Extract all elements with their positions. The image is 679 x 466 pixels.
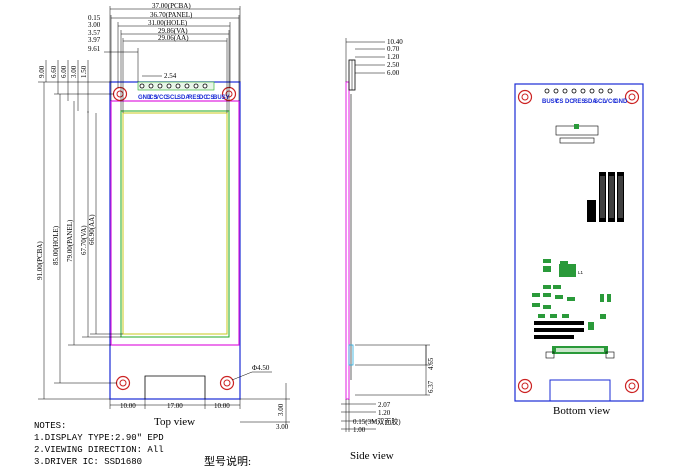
bottom-pin-label: VCC — [604, 99, 617, 105]
side-dim-top: 2.50 — [387, 61, 400, 69]
mounting-hole — [112, 86, 128, 102]
top-panel-outline — [110, 100, 240, 346]
dim-right-bottom: 3.00 — [276, 423, 289, 431]
side-dim-top: 6.00 — [387, 69, 400, 77]
dim-panel-width: 36.70(PANEL) — [150, 11, 193, 19]
pin-label: SDA — [177, 95, 190, 101]
notes-title: NOTES: — [34, 421, 66, 431]
dim-right-bottom: 3.00 — [277, 403, 285, 416]
dim-hole-diameter: Φ4.50 — [252, 364, 270, 372]
bottom-pcb-notch — [549, 379, 611, 401]
side-dim-right: 6.37 — [427, 380, 435, 393]
dim-small: 0.15 — [88, 14, 101, 22]
pin-label: VCC — [155, 95, 168, 101]
dim-bottom: 10.00 — [120, 402, 136, 410]
bottom-pin-label: SCL — [594, 99, 606, 105]
pin-label: SCL — [166, 95, 178, 101]
notes: NOTES: 1.DISPLAY TYPE:2.90" EPD 2.VIEWIN… — [34, 421, 251, 466]
note-item: 3.DRIVER IC: SSD1680 — [34, 457, 142, 466]
mounting-hole — [115, 375, 131, 391]
top-view: GND CS VCC SCL SDA RES DC CS BUSY — [36, 2, 290, 431]
mounting-hole — [517, 378, 533, 394]
dim-va-width: 29.86(VA) — [158, 27, 188, 35]
side-view-caption: Side view — [350, 450, 394, 462]
dim-pcba-width: 37.00(PCBA) — [152, 2, 191, 10]
side-dim-bottom: 0.15(3M双面胶) — [353, 417, 401, 426]
side-dim-top: 0.70 — [387, 45, 400, 53]
dim-small-left: 9.00 — [38, 65, 46, 78]
pin-header — [137, 81, 215, 91]
dim-va-height: 67.70(VA) — [80, 225, 88, 255]
dim-hole-height: 85.00(HOLE) — [52, 225, 60, 265]
label-l1: L1 — [578, 270, 584, 275]
side-view: 10.40 0.70 1.20 2.50 6.00 4.65 6.37 2.07… — [341, 38, 435, 462]
dim-aa-height: 66.90(AA) — [88, 214, 96, 245]
top-view-area — [120, 110, 230, 338]
dim-bottom: 17.00 — [167, 402, 183, 410]
pin-label: GND — [138, 95, 152, 101]
top-pcb-outline — [109, 81, 241, 400]
top-active-area — [122, 112, 228, 335]
fpc-connector — [545, 346, 615, 359]
pin-label: RES — [188, 95, 200, 101]
bottom-view: BUSY CS DC RES SDA SCL VCC GND — [514, 83, 644, 417]
dim-pin-pitch: 2.54 — [164, 72, 177, 80]
note-item: 1.DISPLAY TYPE:2.90" EPD — [34, 433, 164, 443]
dim-panel-height: 79.00(PANEL) — [66, 219, 74, 262]
dim-aa-width: 29.06(AA) — [158, 34, 189, 42]
mounting-hole — [219, 375, 235, 391]
side-dim-right: 4.65 — [427, 357, 435, 370]
bottom-pin-header — [544, 88, 613, 94]
note-item: 2.VIEWING DIRECTION: All — [34, 445, 164, 455]
dim-small-left: 1.50 — [80, 65, 88, 78]
bottom-pcb-outline — [514, 83, 644, 402]
side-fpc — [348, 344, 354, 366]
inductor-l1 — [543, 259, 576, 277]
dim-pcba-height: 91.00(PCBA) — [36, 241, 44, 280]
pcb-bottom-notch — [144, 375, 206, 399]
bottom-pin-label: SDA — [584, 99, 597, 105]
mounting-hole — [517, 89, 533, 105]
components-cluster — [532, 285, 611, 339]
pin-label: CS — [206, 95, 214, 101]
model-label: 型号说明: — [204, 454, 251, 466]
dim-bottom: 10.00 — [214, 402, 230, 410]
connector-footprint — [555, 124, 599, 144]
dim-small: 3.97 — [88, 36, 101, 44]
side-dim-top: 1.20 — [387, 53, 400, 61]
pin-label: BUSY — [213, 95, 230, 101]
bottom-pin-label: DC — [565, 99, 574, 105]
bottom-pin-label: RES — [573, 99, 585, 105]
dim-hole-width: 31.00(HOLE) — [148, 19, 188, 27]
pin-label: DC — [199, 95, 208, 101]
mounting-hole — [624, 378, 640, 394]
pin-label: CS — [149, 95, 157, 101]
dim-pin-offset: 9.61 — [88, 45, 101, 53]
bottom-view-caption: Bottom view — [553, 405, 610, 417]
ic-strip — [587, 172, 624, 222]
bottom-pin-label: BUSY — [542, 99, 559, 105]
side-pcb-layer — [345, 81, 350, 400]
dim-small-left: 6.60 — [50, 65, 58, 78]
side-dim-bottom: 1.20 — [378, 409, 391, 417]
side-dim-top: 10.40 — [387, 38, 403, 46]
side-dim-bottom: 2.07 — [378, 401, 391, 409]
top-view-caption: Top view — [154, 416, 195, 428]
bottom-pin-label: GND — [614, 99, 628, 105]
mounting-hole — [624, 89, 640, 105]
dim-small: 3.00 — [88, 21, 101, 29]
bottom-pin-label: CS — [555, 99, 563, 105]
side-dim-bottom: 1.00 — [353, 426, 366, 434]
dim-small-left: 6.00 — [60, 65, 68, 78]
dim-small-left: 3.00 — [70, 65, 78, 78]
dim-small: 3.57 — [88, 29, 101, 37]
